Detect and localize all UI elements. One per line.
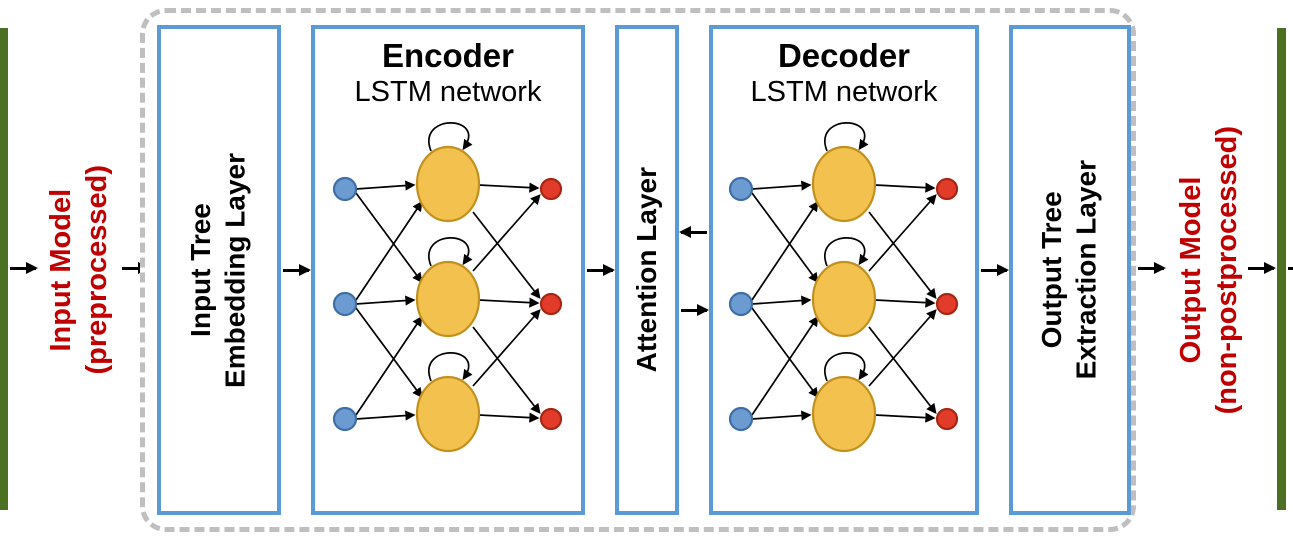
attention-layer-label: Attention Layer (630, 167, 665, 372)
connection-arrow (355, 192, 423, 284)
flow-arrow-input-1 (10, 262, 38, 274)
encoder-lstm-network-graphic (332, 122, 563, 453)
flow-arrow-decoder-to-attention (679, 226, 707, 238)
connection-arrow (478, 182, 540, 193)
connection-arrow (478, 412, 540, 423)
input-node (332, 291, 358, 317)
connection-arrow (355, 307, 423, 399)
input-node (332, 176, 358, 202)
flow-arrow-embedding-to-encoder (283, 264, 311, 276)
connection-arrow (355, 180, 416, 191)
extraction-layer-label: Output Tree Extraction Layer (1035, 160, 1104, 379)
input-node (332, 406, 358, 432)
flow-arrow-output-1 (1138, 262, 1166, 274)
embedding-layer-label: Input Tree Embedding Layer (184, 153, 253, 388)
flow-arrow-output-2 (1248, 262, 1276, 274)
embedding-layer-box: Input Tree Embedding Layer (157, 25, 281, 515)
output-model-line2: (non-postprocessed) (1211, 125, 1243, 415)
output-model-edge-box (1277, 28, 1286, 510)
recurrent-loop-arrow (428, 122, 473, 152)
encoder-subtitle: LSTM network (354, 76, 542, 108)
output-model-line1: Output Model (1175, 176, 1208, 364)
decoder-lstm-network-graphic (719, 114, 969, 459)
output-node (539, 407, 563, 431)
input-model-label: Input Model (preprocessed) (32, 35, 128, 505)
decoder-box: Decoder LSTM network (709, 25, 979, 515)
embedding-layer-line2: Embedding Layer (220, 152, 251, 388)
attention-layer-box: Attention Layer (615, 25, 679, 515)
connection-arrow (355, 410, 416, 421)
encoder-box: Encoder LSTM network (311, 25, 585, 515)
connection-arrow (472, 194, 541, 272)
connection-arrow (355, 315, 423, 416)
recurrent-loop-arrow (428, 352, 473, 382)
extraction-layer-line1: Output Tree (1036, 191, 1068, 349)
input-model-edge-box (0, 28, 8, 510)
output-node (539, 177, 563, 201)
output-model-label-text: Output Model (non-postprocessed) (1174, 126, 1246, 414)
input-model-line1: Input Model (45, 188, 78, 352)
flow-arrow-output-exit (1288, 267, 1293, 270)
hidden-node (415, 260, 481, 338)
decoder-subtitle: LSTM network (750, 76, 938, 108)
lstm-network-graphic (730, 123, 957, 451)
attention-layer-line1: Attention Layer (630, 167, 662, 373)
decoder-title: Decoder (777, 37, 911, 74)
embedding-layer-line1: Input Tree (185, 203, 217, 337)
hidden-node (415, 375, 481, 453)
connection-arrow (478, 297, 540, 308)
flow-arrow-attention-to-decoder (681, 304, 709, 316)
connection-arrow (355, 295, 416, 306)
connection-arrow (355, 200, 423, 301)
seq2seq-pipeline-container: Input Tree Embedding Layer Encoder LSTM … (140, 8, 1136, 532)
input-model-line2: (preprocessed) (81, 165, 113, 375)
extraction-layer-line2: Extraction Layer (1071, 160, 1102, 380)
hidden-node (415, 145, 481, 223)
flow-arrow-decoder-to-extraction (981, 264, 1009, 276)
flow-arrow-encoder-to-attention (587, 264, 615, 276)
connection-arrow (472, 211, 541, 300)
lstm-network-graphic (332, 122, 563, 453)
extraction-layer-box: Output Tree Extraction Layer (1009, 25, 1131, 515)
connection-arrow (472, 309, 541, 387)
output-model-label: Output Model (non-postprocessed) (1160, 35, 1260, 505)
output-node (539, 292, 563, 316)
connection-arrow (472, 326, 541, 415)
input-model-label-text: Input Model (preprocessed) (44, 165, 116, 375)
encoder-title: Encoder (381, 37, 515, 74)
recurrent-loop-arrow (428, 237, 473, 267)
